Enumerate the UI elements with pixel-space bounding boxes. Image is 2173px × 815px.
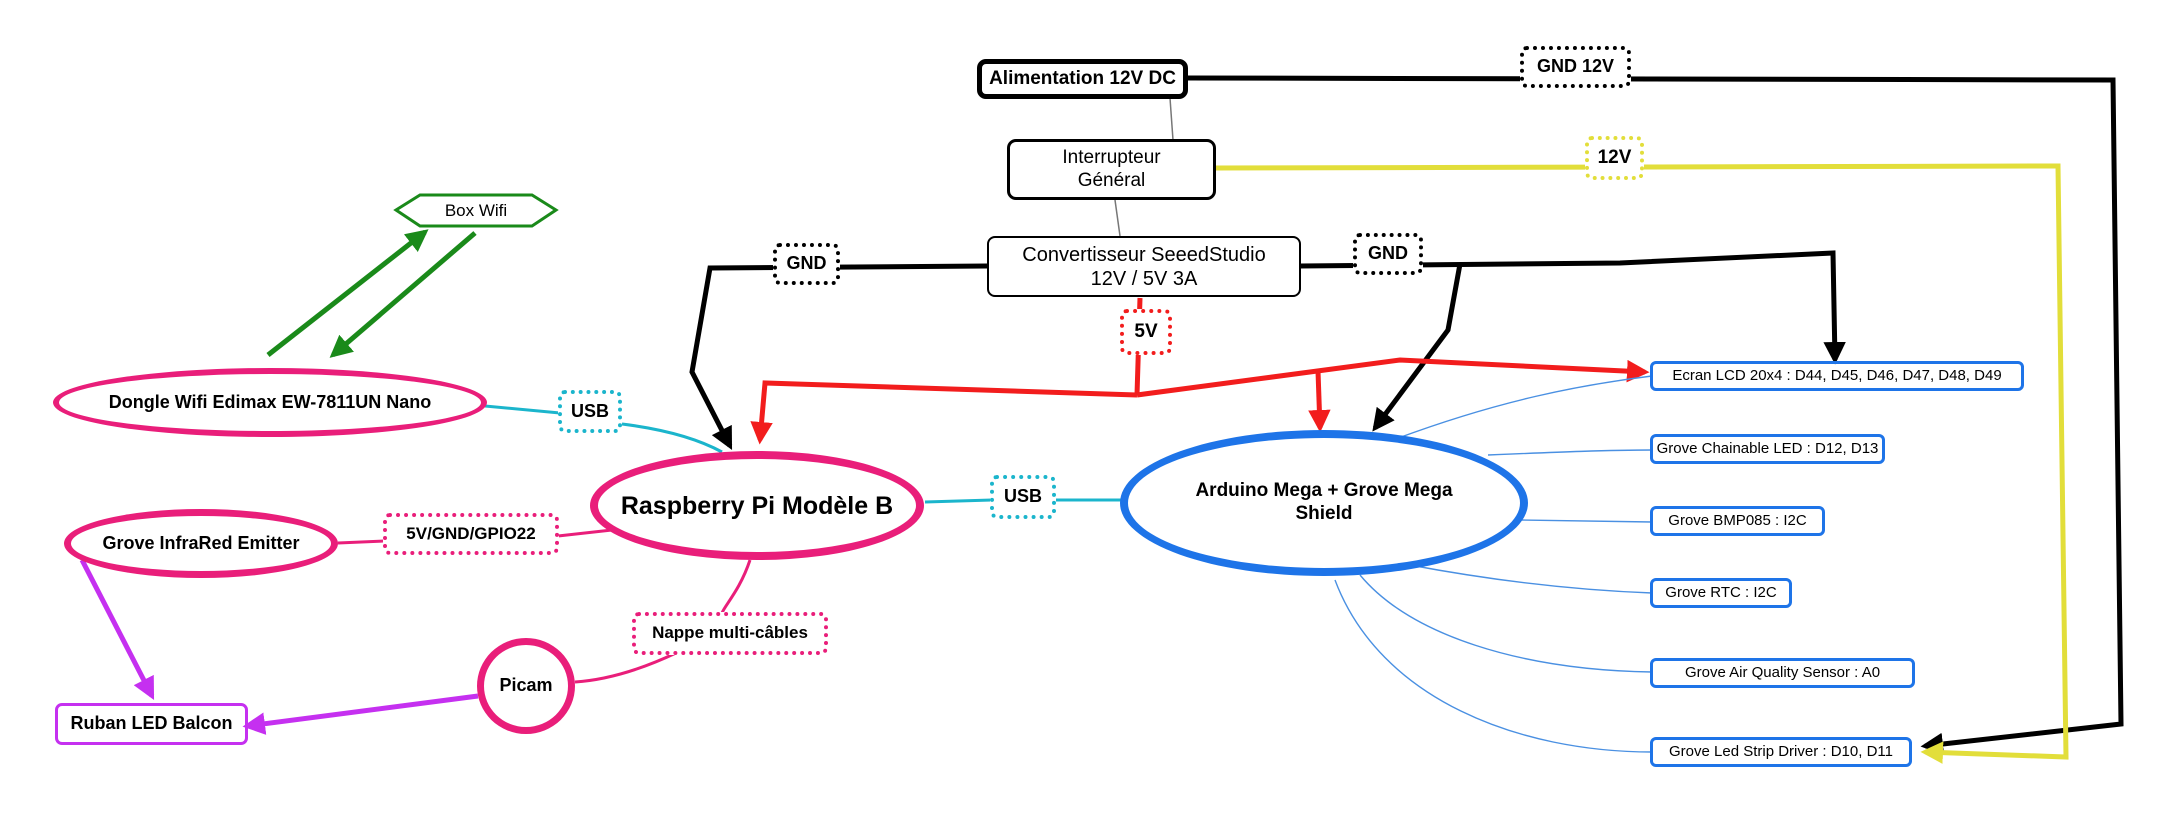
ir-link — [337, 528, 613, 545]
usb-dongle-link — [484, 404, 723, 454]
peripheral-chainable-led-label: Grove Chainable LED : D12, D13 — [1656, 440, 1879, 457]
infrared-emitter-node: Grove InfraRed Emitter — [64, 509, 338, 578]
usb-arduino-link — [924, 498, 1122, 504]
raspberry-pi-label: Raspberry Pi Modèle B — [620, 491, 894, 520]
power-supply-node: Alimentation 12V DC — [977, 59, 1188, 99]
label-gnd-12v: GND 12V — [1520, 46, 1631, 88]
picam-node: Picam — [477, 638, 575, 734]
main-switch-label-line2: Général — [1077, 169, 1146, 191]
peripheral-links — [1334, 375, 1653, 753]
label-ir-wiring: 5V/GND/GPIO22 — [383, 513, 559, 555]
box-wifi-shape — [393, 193, 559, 228]
peripheral-lcd: Ecran LCD 20x4 : D44, D45, D46, D47, D48… — [1650, 361, 2024, 391]
gnd-left-wire — [689, 263, 988, 451]
arduino-node: Arduino Mega + Grove Mega Shield — [1120, 430, 1528, 576]
peripheral-air-quality-label: Grove Air Quality Sensor : A0 — [1684, 664, 1881, 681]
converter-label-line1: Convertisseur SeeedStudio — [1022, 243, 1266, 266]
label-ir-wiring-text: 5V/GND/GPIO22 — [406, 523, 536, 543]
led-ribbon-node: Ruban LED Balcon — [55, 703, 248, 745]
label-ribbon-cable-text: Nappe multi-câbles — [652, 623, 808, 643]
label-usb-dongle: USB — [558, 390, 622, 433]
peripheral-bmp085-label: Grove BMP085 : I2C — [1668, 512, 1807, 529]
peripheral-air-quality: Grove Air Quality Sensor : A0 — [1650, 658, 1915, 688]
label-5v: 5V — [1120, 309, 1172, 355]
label-5v-text: 5V — [1134, 320, 1158, 342]
peripheral-bmp085: Grove BMP085 : I2C — [1650, 506, 1825, 536]
gnd-12v-wire — [1187, 75, 2124, 756]
wifi-dongle-node: Dongle Wifi Edimax EW-7811UN Nano — [53, 368, 487, 437]
label-12v: 12V — [1585, 136, 1644, 180]
v5-wire-to-lcd — [1136, 357, 1650, 398]
label-gnd-12v-text: GND 12V — [1536, 56, 1615, 77]
label-gnd-left-text: GND — [786, 253, 827, 274]
power-to-switch-line — [1169, 97, 1174, 141]
v5-wire-to-pi — [750, 380, 1138, 445]
peripheral-rtc: Grove RTC : I2C — [1650, 578, 1792, 608]
peripheral-chainable-led: Grove Chainable LED : D12, D13 — [1650, 434, 1885, 464]
gnd-right-wire-arduino — [1372, 263, 1463, 432]
peripheral-led-strip-driver-label: Grove Led Strip Driver : D10, D11 — [1669, 743, 1893, 760]
label-ribbon-cable: Nappe multi-câbles — [632, 612, 828, 655]
label-gnd-right: GND — [1353, 233, 1423, 275]
arduino-label-line2: Shield — [1295, 503, 1353, 524]
main-switch-label-line1: Interrupteur — [1062, 146, 1161, 168]
box-wifi-label: Box Wifi — [444, 200, 508, 220]
converter-label-line2: 12V / 5V 3A — [1090, 267, 1198, 290]
wifi-dongle-label: Dongle Wifi Edimax EW-7811UN Nano — [108, 391, 432, 412]
wifi-link-down — [329, 231, 477, 358]
label-usb-arduino-text: USB — [1003, 486, 1042, 507]
peripheral-rtc-label: Grove RTC : I2C — [1665, 584, 1777, 601]
peripheral-led-strip-driver: Grove Led Strip Driver : D10, D11 — [1650, 737, 1912, 767]
main-switch-node: Interrupteur Général — [1007, 139, 1216, 200]
v5-wire-to-arduino — [1308, 370, 1331, 433]
label-usb-dongle-text: USB — [570, 400, 609, 421]
switch-to-converter-line — [1114, 199, 1121, 237]
label-usb-arduino: USB — [990, 475, 1056, 519]
ir-to-ribbon-arrow — [79, 558, 155, 701]
converter-node: Convertisseur SeeedStudio 12V / 5V 3A — [987, 236, 1301, 297]
peripheral-lcd-label: Ecran LCD 20x4 : D44, D45, D46, D47, D48… — [1672, 367, 2002, 384]
ribbon-link-picam — [574, 651, 677, 684]
arduino-label-line1: Arduino Mega + Grove Mega — [1195, 480, 1453, 502]
label-12v-text: 12V — [1597, 146, 1632, 168]
led-ribbon-label: Ruban LED Balcon — [70, 713, 233, 734]
ribbon-link-pi — [720, 559, 752, 614]
picam-to-ribbon-arrow — [242, 693, 479, 735]
raspberry-pi-node: Raspberry Pi Modèle B — [590, 451, 924, 560]
label-gnd-right-text: GND — [1368, 243, 1408, 264]
label-gnd-left: GND — [773, 243, 840, 285]
power-supply-label: Alimentation 12V DC — [989, 67, 1176, 89]
wifi-link-up — [266, 229, 429, 357]
infrared-emitter-label: Grove InfraRed Emitter — [102, 532, 300, 553]
picam-label: Picam — [499, 675, 553, 696]
